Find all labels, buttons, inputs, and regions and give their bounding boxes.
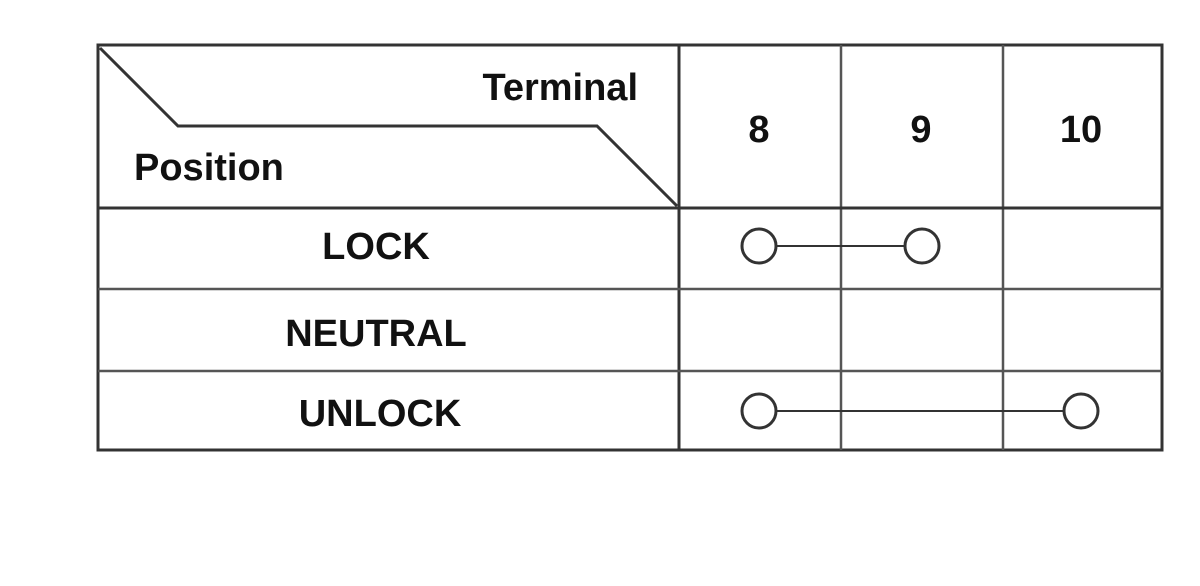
connection-node-unlock-8: [740, 392, 778, 430]
table-frame: [96, 43, 1164, 452]
position-label-unlock: UNLOCK: [299, 393, 462, 435]
connection-marks: [740, 227, 1100, 430]
connection-node-unlock-10: [1062, 392, 1100, 430]
terminal-label-9: 9: [910, 109, 931, 151]
position-label-lock: LOCK: [322, 226, 430, 268]
connection-node-lock-9: [903, 227, 941, 265]
column-header-label: Terminal: [482, 67, 638, 109]
header-diagonal-line: [98, 46, 679, 208]
terminal-label-10: 10: [1060, 109, 1102, 151]
position-label-neutral: NEUTRAL: [285, 313, 467, 355]
terminal-label-8: 8: [748, 109, 769, 151]
connection-node-lock-8: [740, 227, 778, 265]
row-header-label: Position: [134, 147, 284, 189]
